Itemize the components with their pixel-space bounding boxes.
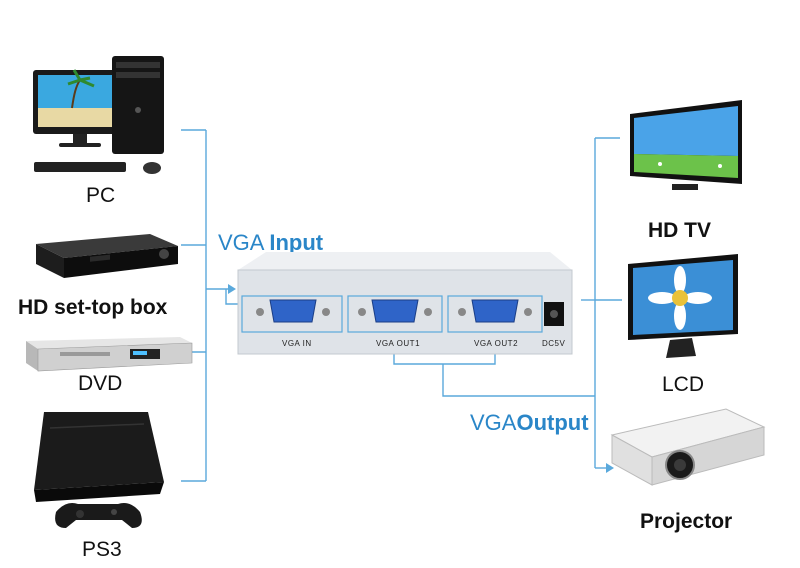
vga-output-label: VGAOutput <box>470 410 589 436</box>
pc-label: PC <box>86 184 116 207</box>
dvd-player-icon <box>26 337 193 372</box>
vga-input-prefix: VGA <box>218 230 270 255</box>
projector-icon <box>610 408 766 486</box>
hdtv-label: HD TV <box>648 219 711 242</box>
vga-input-label: VGA Input <box>218 230 323 256</box>
vga-input-emph: Input <box>269 230 324 255</box>
vga-splitter-box <box>237 252 573 355</box>
vga-out2-label: VGA OUT2 <box>474 339 519 348</box>
vga-in-label: VGA IN <box>282 339 312 348</box>
ps3-label: PS3 <box>82 538 122 561</box>
vga-out1-label: VGA OUT1 <box>376 339 421 348</box>
settop-label: HD set-top box <box>18 296 168 319</box>
desktop-computer-icon <box>33 56 164 174</box>
monitor-icon <box>628 254 738 358</box>
dc-label: DC5V <box>542 339 566 348</box>
set-top-box-icon <box>36 234 178 278</box>
dvd-label: DVD <box>78 372 123 395</box>
vga-output-prefix: VGA <box>470 410 517 435</box>
projector-label: Projector <box>640 510 733 533</box>
vga-output-emph: Output <box>516 410 589 435</box>
tv-icon <box>630 100 742 190</box>
game-console-icon <box>34 412 164 528</box>
lcd-label: LCD <box>662 373 705 396</box>
